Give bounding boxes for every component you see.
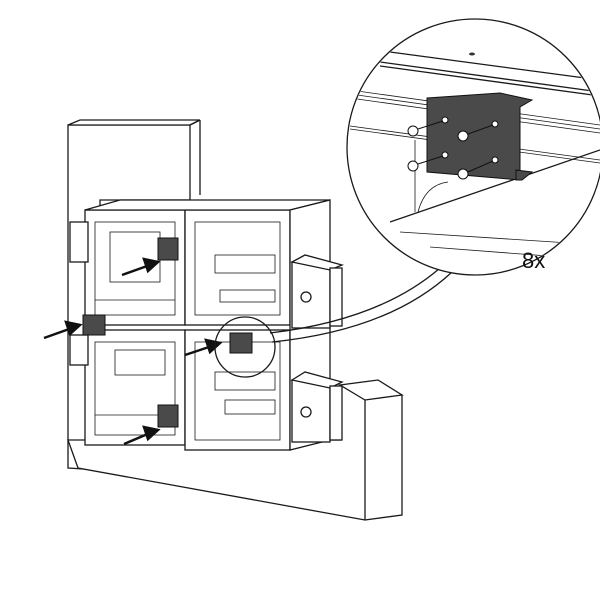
bracket-detail (346, 18, 600, 276)
actuators (290, 254, 345, 443)
damper-assembly (69, 199, 331, 451)
screw-icon (407, 116, 499, 180)
quantity-label: 8x (522, 248, 546, 273)
brackets (82, 237, 253, 428)
arrow-icon (43, 257, 223, 446)
callout-leader (269, 267, 441, 334)
detail-callout-small (214, 316, 276, 378)
